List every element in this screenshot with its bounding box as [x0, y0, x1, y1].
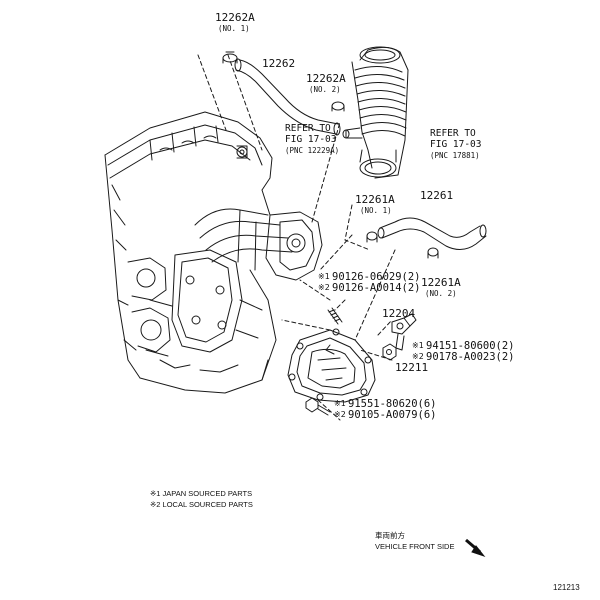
- mark-japan-nut: ※1: [412, 341, 424, 350]
- mark-local-upper: ※2: [318, 283, 330, 292]
- legend-local-sourced: ※2 LOCAL SOURCED PARTS: [150, 500, 253, 509]
- hose-12261: [377, 217, 487, 250]
- label-12261a-no2: 12261A: [421, 276, 461, 289]
- label-12262a-no2: 12262A: [306, 72, 346, 85]
- label-bolt-upper-japan: 90126-06029(2): [332, 271, 421, 283]
- refer-label-left-line1: REFER TO: [285, 123, 331, 134]
- leader-lines: [197, 54, 396, 421]
- label-12211: 12211: [395, 361, 429, 374]
- refer-label-left-line2: FIG 17-03: [285, 134, 337, 145]
- engine-block: [104, 111, 323, 394]
- hose-clip-12261a-no2: [427, 247, 439, 259]
- hose-clip-12261a-no1: [366, 231, 378, 243]
- refer-label-left-sub: (PNC 12229A): [285, 146, 340, 155]
- sensor-12204: [391, 313, 417, 351]
- refer-label-right-line1: REFER TO: [430, 128, 476, 139]
- label-nut-local: 90178-A0023(2): [426, 351, 515, 363]
- label-12262a-no1: 12262A: [215, 11, 255, 24]
- label-12262a-no2-sub: (NO. 2): [309, 85, 341, 94]
- cover-bolt: [305, 397, 331, 416]
- direction-label-jp: 車両前方: [375, 531, 405, 540]
- label-12261a-no1: 12261A: [355, 193, 395, 206]
- label-12262: 12262: [262, 57, 296, 70]
- label-12204: 12204: [382, 307, 416, 320]
- hose-clip-12262a-no2: [331, 101, 345, 112]
- label-12261: 12261: [420, 189, 454, 202]
- label-12261a-no2-sub: (NO. 2): [425, 289, 457, 298]
- legend-japan-sourced: ※1 JAPAN SOURCED PARTS: [150, 489, 253, 498]
- direction-label-en: VEHICLE FRONT SIDE: [375, 542, 455, 551]
- refer-label-right-sub: (PNC 17881): [430, 151, 480, 160]
- label-bolt-lower-japan: 91551-80620(6): [348, 398, 437, 410]
- nut: [382, 343, 397, 361]
- hose-12262: [234, 58, 341, 136]
- label-nut-japan: 94151-80600(2): [426, 340, 515, 352]
- label-bolt-lower-local: 90105-A0079(6): [348, 409, 437, 421]
- mark-japan-lower: ※1: [334, 399, 346, 408]
- figure-id: 121213: [553, 583, 580, 592]
- cover-12211: [287, 328, 376, 403]
- stud-bolt: [327, 307, 343, 325]
- mark-local-nut: ※2: [412, 352, 424, 361]
- mark-local-lower: ※2: [334, 410, 346, 419]
- label-12262a-no1-sub: (NO. 1): [218, 24, 250, 33]
- label-bolt-upper-local: 90126-A0014(2): [332, 282, 421, 294]
- mark-japan-upper: ※1: [318, 272, 330, 281]
- label-12261a-no1-sub: (NO. 1): [360, 206, 392, 215]
- arrow-down-right-icon: [465, 538, 486, 558]
- refer-label-right-line2: FIG 17-03: [430, 139, 482, 150]
- air-intake-hose: [342, 46, 409, 179]
